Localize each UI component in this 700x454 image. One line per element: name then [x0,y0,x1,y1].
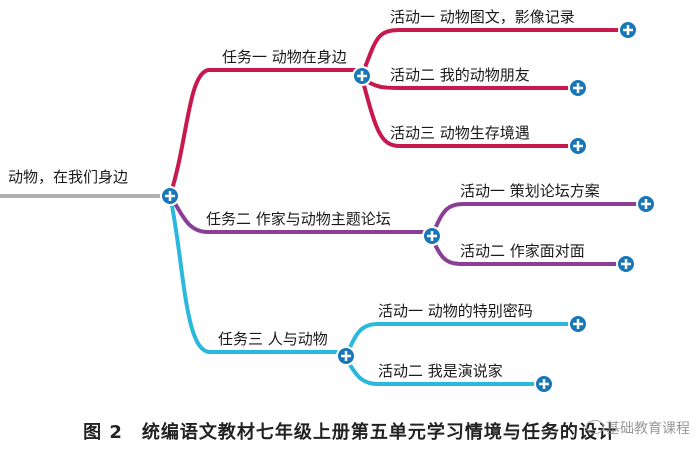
task2-activity1-label: 活动一 策划论坛方案 [460,182,600,200]
task3-activity1-line [344,322,578,357]
task1-activity1-line [360,28,628,76]
plus-glyph-icon [621,259,631,269]
plus-glyph-icon [539,379,549,389]
task2-label: 任务二 作家与动物主题论坛 [206,210,391,228]
plus-glyph-icon [573,83,583,93]
task3-activity1-label: 活动一 动物的特别密码 [378,302,533,320]
task2-activity1-line [430,202,646,237]
task2-activity2-expand-button[interactable] [616,254,636,274]
plus-glyph-icon [641,199,651,209]
plus-glyph-icon [623,25,633,35]
task1-branch-line [168,68,362,197]
task1-activity2-label: 活动二 我的动物朋友 [390,66,530,84]
watermark: 基础教育课程 [586,418,690,438]
task3-activity2-label: 活动二 我是演说家 [378,362,503,380]
root-label: 动物，在我们身边 [8,168,129,186]
task1-activity3-expand-button[interactable] [568,136,588,156]
figure-caption: 图 2 统编语文教材七年级上册第五单元学习情境与任务的设计 [83,422,617,443]
task3-label: 任务三 人与动物 [218,330,328,348]
task3-activity2-expand-button[interactable] [534,374,554,394]
plus-glyph-icon [165,191,175,201]
plus-glyph-icon [357,71,367,81]
task1-activity1-expand-button[interactable] [618,20,638,40]
plus-glyph-icon [341,351,351,361]
plus-glyph-icon [573,141,583,151]
plus-glyph-icon [427,231,437,241]
watermark-text: 基础教育课程 [606,421,690,437]
plus-glyph-icon [573,319,583,329]
wechat-icon [586,420,604,434]
task2-activity2-label: 活动二 作家面对面 [460,242,585,260]
task1-activity2-expand-button[interactable] [568,78,588,98]
task1-expand-button[interactable] [352,66,372,86]
task3-expand-button[interactable] [336,346,356,366]
task1-activity3-label: 活动三 动物生存境遇 [390,124,530,142]
task1-label: 任务一 动物在身边 [222,48,347,66]
task1-activity1-label: 活动一 动物图文，影像记录 [390,8,575,26]
task3-branch-line [168,195,346,354]
task2-expand-button[interactable] [422,226,442,246]
task2-activity1-expand-button[interactable] [636,194,656,214]
task1-activity3-line [360,77,578,148]
root-expand-button[interactable] [160,186,180,206]
task3-activity1-expand-button[interactable] [568,314,588,334]
